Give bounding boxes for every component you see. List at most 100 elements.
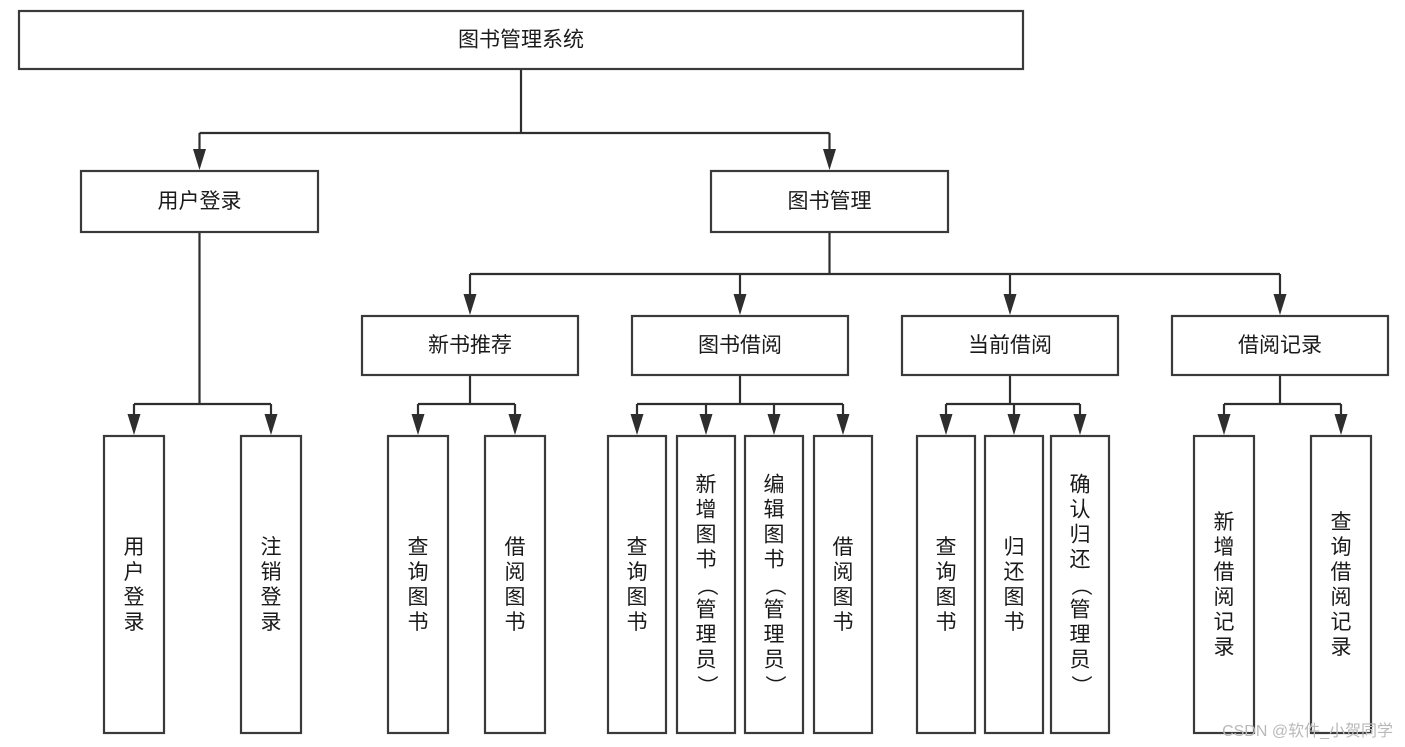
node-box[interactable] [915, 434, 977, 735]
svg-text:查: 查 [408, 536, 429, 559]
svg-text:理: 理 [696, 624, 717, 647]
arrow-head-icon [1334, 414, 1348, 435]
svg-text:图: 图 [505, 586, 526, 609]
svg-text:书: 书 [936, 611, 957, 634]
arrow-head-icon [939, 414, 953, 435]
node-new-book-rec[interactable]: 新书推荐 [360, 314, 580, 377]
svg-text:询: 询 [627, 561, 648, 584]
arrow-head-icon [699, 414, 713, 435]
node-box[interactable] [1309, 434, 1373, 735]
node-box[interactable] [386, 434, 450, 735]
arrow-head-icon [733, 294, 747, 315]
svg-text:管: 管 [764, 599, 785, 622]
node-box[interactable] [102, 434, 166, 735]
svg-text:阅: 阅 [833, 561, 854, 584]
node-box[interactable] [1192, 434, 1256, 735]
node-label: 用户登录 [158, 190, 242, 213]
arrow-head-icon [823, 149, 836, 170]
arrow-head-icon [630, 414, 644, 435]
svg-text:查: 查 [627, 536, 648, 559]
svg-text:图: 图 [833, 586, 854, 609]
svg-text:书: 书 [505, 611, 526, 634]
svg-text:借: 借 [505, 536, 526, 559]
csdn-watermark: CSDN @软件_小贺同学 [1222, 723, 1393, 740]
arrow-head-icon [463, 294, 477, 315]
svg-text:登: 登 [124, 586, 145, 609]
svg-text:管: 管 [1070, 599, 1091, 622]
svg-text:记: 记 [1214, 611, 1235, 634]
node-box[interactable] [983, 434, 1045, 735]
svg-text:借: 借 [1214, 561, 1235, 584]
svg-text:销: 销 [261, 561, 282, 584]
svg-text:新: 新 [1214, 511, 1235, 534]
node-box[interactable] [606, 434, 668, 735]
node-book-manage[interactable]: 图书管理 [709, 169, 950, 234]
node-box[interactable] [17, 9, 1025, 71]
node-label: 新书推荐 [428, 334, 512, 357]
arrow-head-icon [1003, 294, 1017, 315]
node-current-borrow[interactable]: 当前借阅 [900, 314, 1120, 377]
svg-text:理: 理 [1070, 624, 1091, 647]
svg-text:查: 查 [936, 536, 957, 559]
svg-text:）: ） [763, 675, 786, 696]
edges-layer [127, 69, 1348, 435]
svg-text:图: 图 [696, 524, 717, 547]
node-box[interactable] [900, 314, 1120, 377]
svg-text:编: 编 [764, 474, 785, 497]
svg-text:确: 确 [1070, 474, 1091, 497]
node-box[interactable] [709, 169, 950, 234]
node-user-login[interactable]: 用户登录 [79, 169, 320, 234]
node-box[interactable] [360, 314, 580, 377]
node-box[interactable] [483, 434, 547, 735]
svg-text:图: 图 [936, 586, 957, 609]
svg-text:图: 图 [764, 524, 785, 547]
svg-text:阅: 阅 [1331, 586, 1352, 609]
svg-text:书: 书 [627, 611, 648, 634]
svg-text:书: 书 [764, 549, 785, 572]
svg-text:增: 增 [696, 499, 717, 522]
node-label: 图书管理系统 [458, 29, 584, 52]
svg-text:询: 询 [408, 561, 429, 584]
edge-group-new-book-rec [411, 375, 522, 435]
svg-text:管: 管 [696, 599, 717, 622]
node-leaf-user-login[interactable]: 用户登录 [102, 434, 166, 735]
svg-text:理: 理 [764, 624, 785, 647]
node-box[interactable] [630, 314, 850, 377]
node-box[interactable] [675, 434, 737, 735]
node-label: 图书管理 [788, 190, 872, 213]
node-borrow-record[interactable]: 借阅记录 [1170, 314, 1390, 377]
svg-text:认: 认 [1070, 499, 1091, 522]
svg-text:借: 借 [1331, 561, 1352, 584]
node-box[interactable] [79, 169, 320, 234]
node-box[interactable] [1170, 314, 1390, 377]
edge-group-book-manage [463, 232, 1287, 315]
node-box[interactable] [239, 434, 303, 735]
arrow-head-icon [411, 414, 425, 435]
node-label: 用户登录 [124, 536, 145, 634]
node-box[interactable] [812, 434, 874, 735]
node-root[interactable]: 图书管理系统 [17, 9, 1025, 71]
node-box[interactable] [743, 434, 805, 735]
node-box[interactable] [1049, 434, 1111, 735]
svg-text:（: （ [1069, 575, 1092, 596]
svg-text:图: 图 [408, 586, 429, 609]
svg-text:阅: 阅 [505, 561, 526, 584]
node-book-borrow[interactable]: 图书借阅 [630, 314, 850, 377]
